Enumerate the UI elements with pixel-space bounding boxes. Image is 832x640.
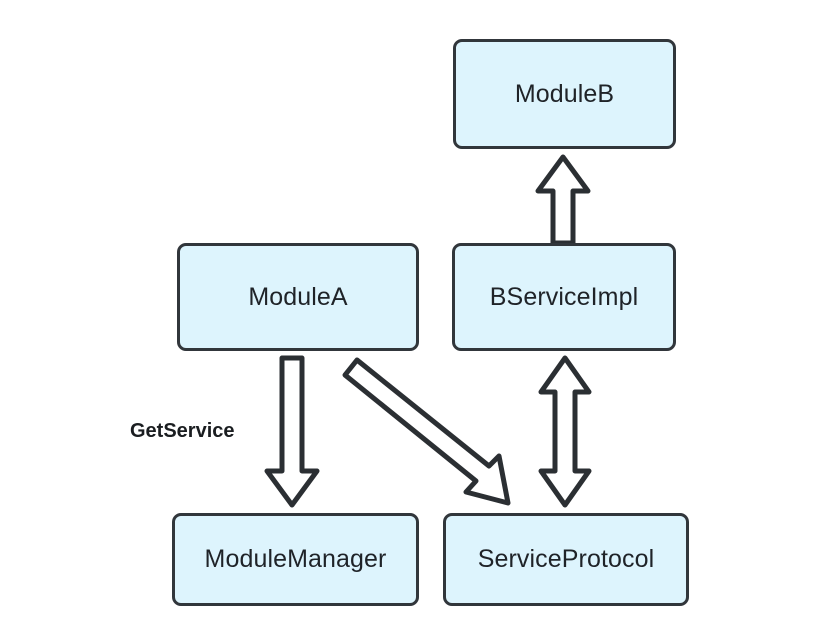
node-modulea-label: ModuleA: [248, 282, 348, 311]
node-moduleb[interactable]: ModuleB: [453, 39, 676, 149]
node-serviceprotocol-label: ServiceProtocol: [477, 545, 655, 573]
node-modulea[interactable]: ModuleA: [177, 243, 419, 351]
edge-modulea-serviceprotocol: [342, 357, 511, 506]
node-serviceprotocol[interactable]: ServiceProtocol: [443, 513, 689, 606]
edge-modulea-modulemanager: [264, 355, 320, 508]
edge-label-getservice: GetService: [130, 420, 235, 442]
node-bserviceimpl-label: BServiceImpl: [489, 282, 639, 311]
node-moduleb-label: ModuleB: [514, 79, 615, 108]
edge-bserviceimpl-moduleb: [535, 154, 591, 246]
edge-bserviceimpl-serviceprotocol: [538, 355, 592, 508]
node-modulemanager[interactable]: ModuleManager: [172, 513, 419, 606]
node-modulemanager-label: ModuleManager: [204, 545, 387, 573]
node-bserviceimpl[interactable]: BServiceImpl: [452, 243, 676, 351]
